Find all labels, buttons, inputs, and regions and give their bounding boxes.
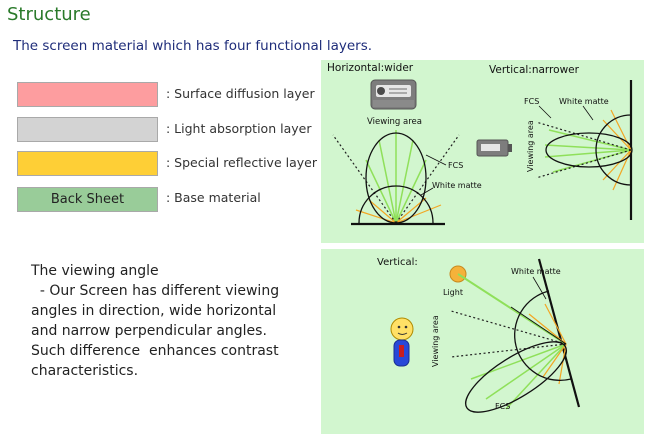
white-matte-vertical-lobe [595, 114, 632, 186]
special-reflective-label: : Special reflective layer [166, 155, 317, 170]
top-diagram: Horizontal:wider Vertical:narrower Viewi… [327, 62, 633, 226]
page-title: Structure [7, 4, 91, 25]
bottom-orange-rays [528, 303, 567, 385]
bottom-viewing-boundary [450, 310, 567, 358]
horizontal-green-rays [365, 130, 427, 224]
fcs-label-v: FCS [524, 97, 539, 106]
top-diagram-panel: Horizontal:wider Vertical:narrower Viewi… [321, 60, 644, 243]
white-matte-label-bottom: White matte [511, 267, 561, 276]
tilted-screen [537, 258, 581, 408]
back-sheet-swatch: Back Sheet [17, 187, 158, 212]
viewing-angle-line: Such difference enhances contrast [31, 343, 279, 359]
vertical-label: Vertical:narrower [489, 64, 580, 76]
white-matte-label-v: White matte [559, 97, 609, 106]
base-material-label: : Base material [166, 190, 261, 205]
horizontal-viewing-boundary [332, 134, 460, 224]
fcs-label-bottom: FCS [495, 402, 510, 411]
viewing-angle-line: - Our Screen has different viewing [31, 283, 280, 299]
bottom-diagram: Vertical: Light White matte Viewing area… [377, 257, 581, 413]
special-reflective-swatch [17, 151, 158, 176]
surface-diffusion-label: : Surface diffusion layer [166, 86, 315, 101]
fcs-label-h: FCS [448, 161, 463, 170]
horizontal-label: Horizontal:wider [327, 62, 414, 74]
vertical-label-bottom: Vertical: [377, 257, 418, 268]
light-absorption-swatch [17, 117, 158, 142]
page-subtitle: The screen material which has four funct… [13, 38, 373, 54]
small-projector-icon [476, 139, 512, 157]
viewing-angle-text: The viewing angle - Our Screen has diffe… [31, 261, 311, 381]
viewer-person-icon [390, 317, 414, 367]
light-label: Light [443, 288, 463, 297]
viewing-angle-heading: The viewing angle [31, 263, 159, 279]
viewing-area-label-h: Viewing area [367, 117, 422, 127]
viewing-angle-line: and narrow perpendicular angles. [31, 323, 267, 339]
viewing-angle-line: angles in direction, wide horizontal [31, 303, 277, 319]
viewing-area-label-v: Viewing area [526, 120, 535, 172]
viewing-angle-line: characteristics. [31, 363, 139, 379]
surface-diffusion-swatch [17, 82, 158, 107]
fcs-vertical-lobe [545, 132, 633, 168]
light-absorption-label: : Light absorption layer [166, 121, 312, 136]
projector-icon [370, 79, 417, 110]
white-matte-horizontal-lobe [358, 185, 434, 224]
bottom-diagram-panel: Vertical: Light White matte Viewing area… [321, 249, 644, 434]
white-matte-bottom-lobe [513, 290, 572, 382]
fcs-bottom-lobe [465, 341, 567, 413]
vertical-viewing-boundary [535, 121, 632, 179]
white-matte-label-h: White matte [432, 181, 482, 190]
viewing-area-label-bottom: Viewing area [431, 315, 440, 367]
